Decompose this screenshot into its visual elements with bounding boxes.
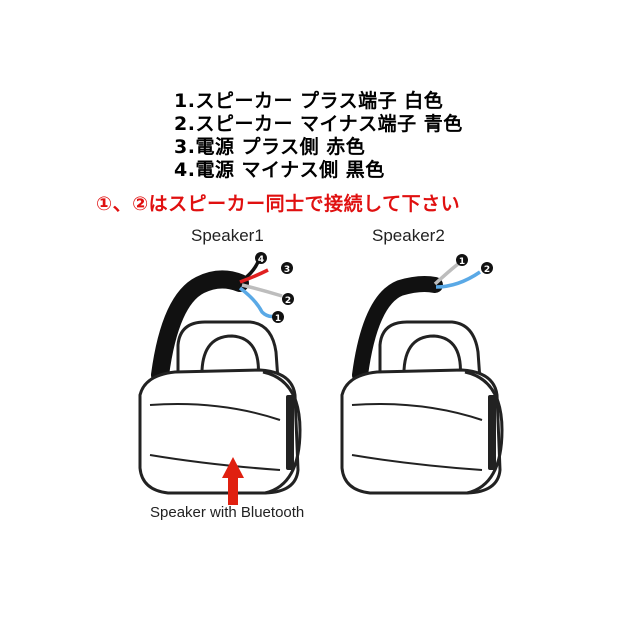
- speaker2-label: Speaker2: [372, 226, 445, 245]
- legend-item-4: 4.電源 マイナス側 黒色: [174, 159, 385, 181]
- legend-item-3: 3.電源 プラス側 赤色: [174, 136, 366, 158]
- wire-legend: 1.スピーカー プラス端子 白色 2.スピーカー マイナス端子 青色 3.電源 …: [174, 90, 463, 182]
- wire-blue: [435, 270, 481, 289]
- connection-notice: ①、②はスピーカー同士で接続して下さい: [96, 193, 461, 215]
- wire-marker-3-label: 3: [284, 265, 290, 275]
- speaker2-markers: 1 2: [456, 254, 493, 275]
- speaker1-wires: [237, 261, 283, 319]
- speaker1-front: [262, 370, 302, 495]
- speaker1-groove-top: [149, 403, 281, 421]
- wire-marker-2: [282, 293, 294, 305]
- speaker1-grill: [286, 395, 294, 470]
- speaker1-illustration: [138, 270, 302, 495]
- speaker1-body: [138, 368, 300, 495]
- wire-marker-2: [481, 262, 493, 274]
- wire-white: [241, 283, 283, 298]
- wire-blue: [238, 286, 277, 319]
- wire-marker-2-label: 2: [484, 265, 490, 275]
- wire-marker-3: [281, 262, 293, 274]
- speaker2-groove-top: [351, 403, 483, 421]
- speaker2-groove-bottom: [351, 454, 483, 471]
- wire-white: [433, 262, 460, 286]
- speaker1-label: Speaker1: [191, 226, 264, 245]
- legend-item-2: 2.スピーカー マイナス端子 青色: [174, 113, 463, 135]
- speaker2-illustration: [340, 276, 504, 495]
- speaker2-wires: [433, 262, 481, 289]
- wire-marker-2-label: 2: [285, 296, 291, 306]
- bluetooth-speaker-label: Speaker with Bluetooth: [150, 504, 305, 521]
- wire-red: [239, 268, 269, 284]
- wire-marker-1-label: 1: [459, 257, 465, 267]
- wire-marker-1-label: 1: [275, 314, 281, 324]
- speaker2-front: [464, 370, 504, 495]
- wire-marker-1: [272, 311, 284, 323]
- wire-marker-4: [255, 252, 267, 264]
- speaker2-grill: [488, 395, 496, 470]
- bluetooth-arrow-icon: [222, 457, 244, 505]
- speaker1-groove-bottom: [149, 454, 281, 471]
- speaker2-body: [340, 368, 502, 495]
- speaker1-markers: 4 3 2 1: [255, 252, 294, 324]
- wire-marker-4-label: 4: [258, 255, 264, 265]
- speaker1-cable: [151, 270, 249, 384]
- speaker2-cable: [352, 276, 443, 383]
- legend-item-1: 1.スピーカー プラス端子 白色: [174, 90, 444, 112]
- wire-marker-1: [456, 254, 468, 266]
